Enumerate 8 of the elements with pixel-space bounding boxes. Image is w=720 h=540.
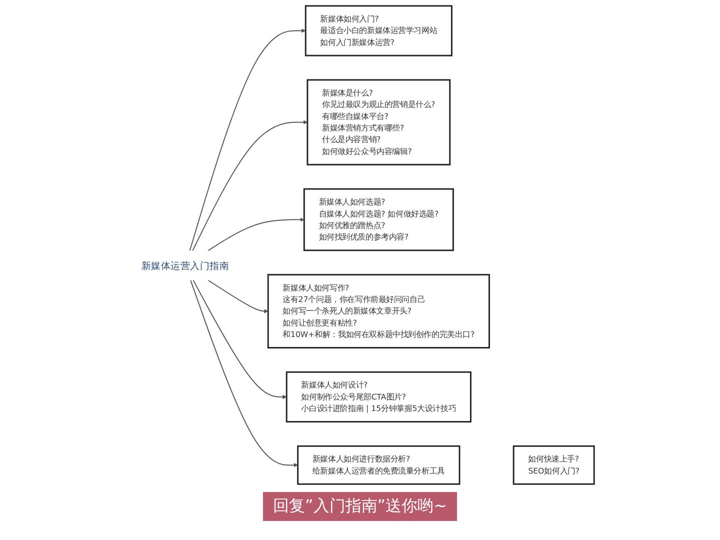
arrow	[188, 28, 306, 252]
arrow	[206, 280, 268, 314]
node-text: 新媒体运营入门指南	[141, 260, 229, 272]
arrow	[206, 218, 304, 252]
arrow	[190, 280, 298, 468]
arrow	[192, 280, 286, 400]
arrow	[192, 120, 308, 252]
note-banner: 回复”入门指南”送你哟~	[263, 492, 457, 521]
